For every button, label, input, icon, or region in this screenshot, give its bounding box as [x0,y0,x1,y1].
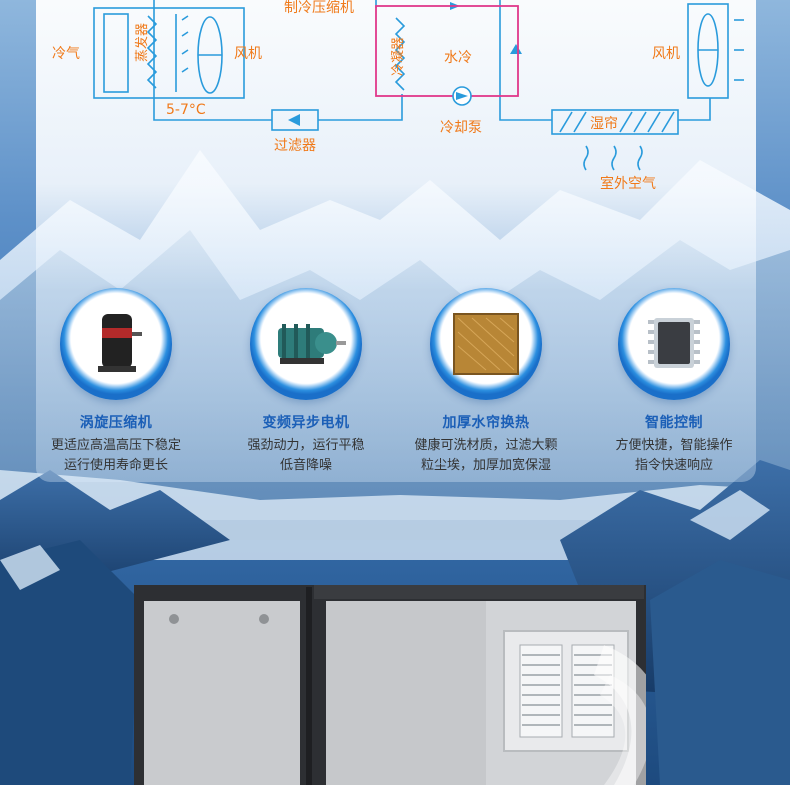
water-cool-label: 水冷 [444,50,472,66]
cooling-pump-label: 冷却泵 [440,120,482,136]
feature-desc-line: 强劲动力，运行平稳 [247,438,365,453]
feature-title: 加厚水帘换热 [442,415,530,431]
fan-right-label: 风机 [652,46,680,62]
feature-title: 涡旋压缩机 [79,415,153,431]
compressor-label: 制冷压缩机 [284,0,354,16]
condenser-label: 冷凝器 [390,37,406,76]
feature-desc-line: 低音降噪 [279,458,332,473]
feature-motor: 变频异步电机 强劲动力，运行平稳 低音降噪 [216,288,396,476]
water-curtain-icon [430,288,542,400]
content-panel [36,0,756,482]
chip-icon [618,288,730,400]
feature-title: 变频异步电机 [262,415,350,431]
feature-desc-line: 方便快捷，智能操作 [615,438,733,453]
feature-desc-line: 指令快速响应 [634,458,713,473]
feature-water-curtain: 加厚水帘换热 健康可洗材质，过滤大颗 粒尘埃，加厚加宽保湿 [396,288,576,476]
scroll-compressor-icon [60,288,172,400]
feature-desc-line: 运行使用寿命更长 [63,458,168,473]
feature-scroll-compressor: 涡旋压缩机 更适应高温高压下稳定 运行使用寿命更长 [26,288,206,476]
feature-desc-line: 健康可洗材质，过滤大颗 [414,438,558,453]
feature-title: 智能控制 [645,415,703,431]
feature-smart-control: 智能控制 方便快捷，智能操作 指令快速响应 [584,288,764,476]
motor-icon [250,288,362,400]
refrigeration-diagram: 冷气 蒸发器 风机 5-7°C 制冷压缩机 冷凝器 水冷 过滤器 冷却泵 湿帘 … [52,0,744,192]
outdoor-air-label: 室外空气 [600,175,656,192]
feature-desc-line: 更适应高温高压下稳定 [50,438,181,453]
temperature-label: 5-7°C [166,102,206,118]
feature-desc-line: 粒尘埃，加厚加宽保湿 [420,458,551,473]
cold-air-label: 冷气 [52,46,80,62]
filter-label: 过滤器 [274,138,316,154]
wet-curtain-label: 湿帘 [590,116,618,132]
air-cooler-unit [134,585,646,785]
evaporator-label: 蒸发器 [134,23,150,62]
fan-left-label: 风机 [234,46,262,62]
